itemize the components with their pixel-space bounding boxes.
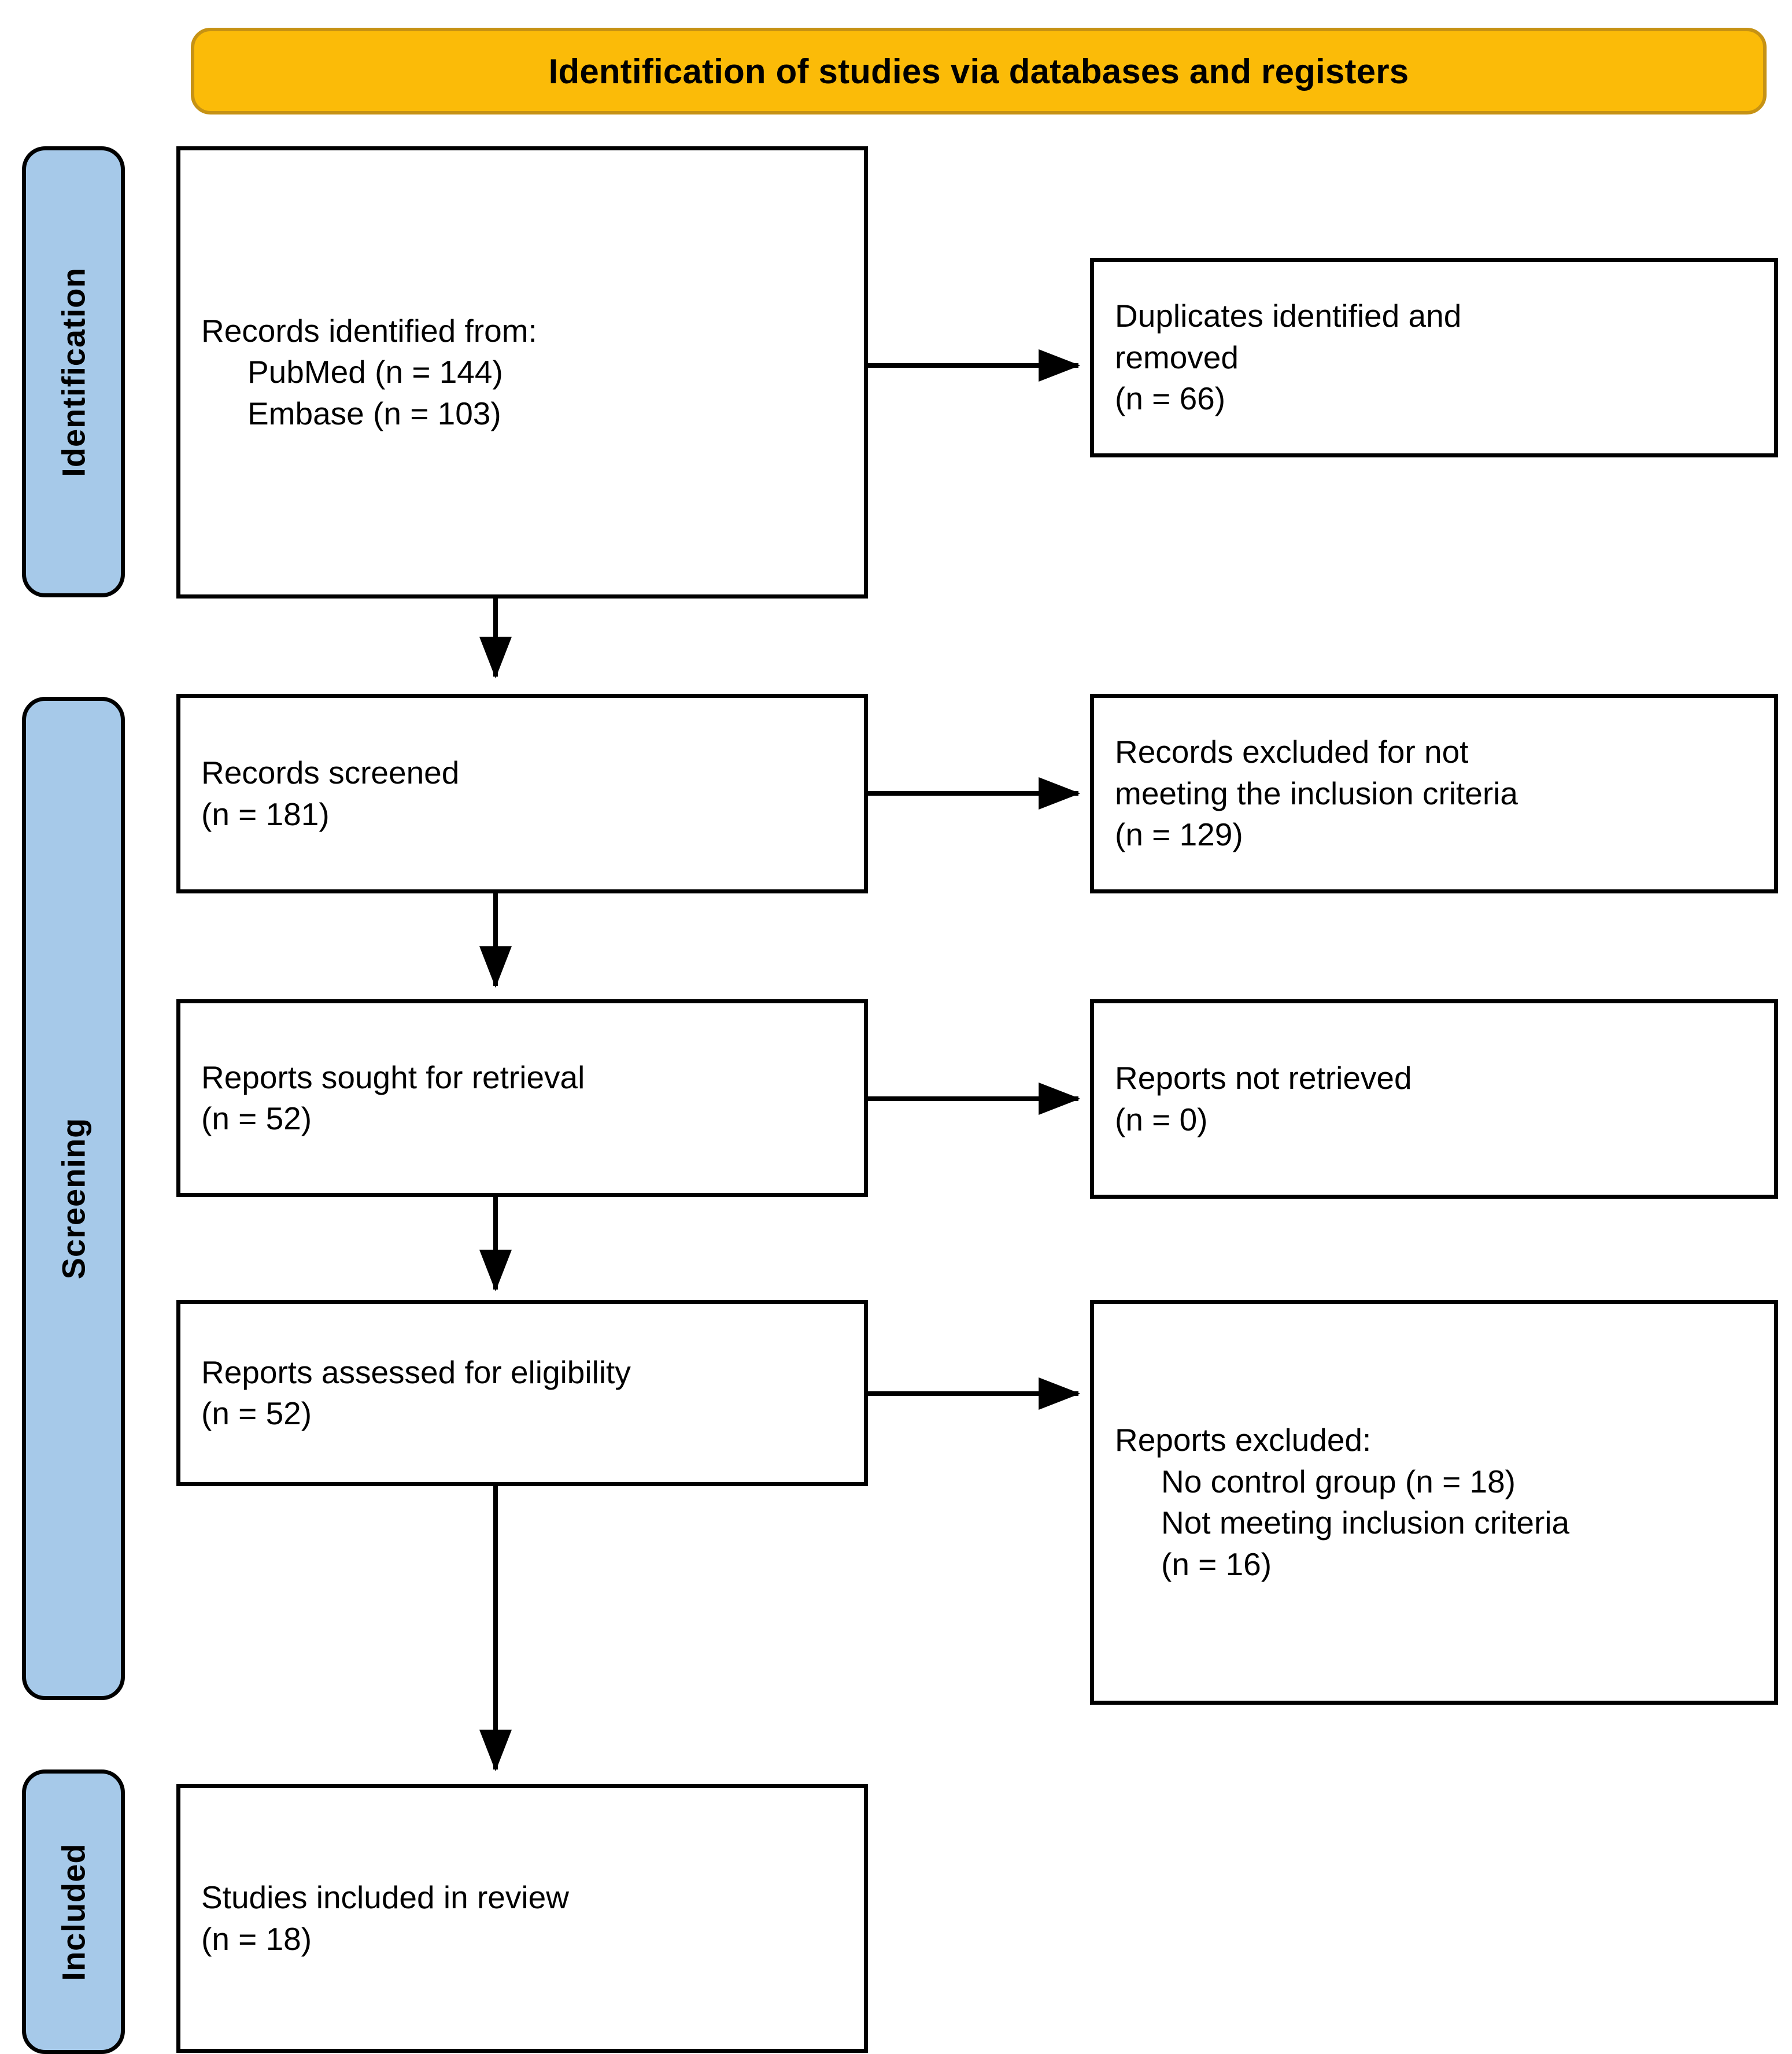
stage-label-included: Included [55, 1842, 92, 1981]
box-line: (n = 52) [201, 1100, 312, 1136]
reports-excluded-text: Reports excluded: No control group (n = … [1094, 1420, 1774, 1585]
records-screened-text: Records screened (n = 181) [180, 752, 864, 835]
box-line: No control group (n = 18) [1161, 1463, 1516, 1499]
box-line: Records screened [201, 755, 460, 790]
box-line: Studies included in review [201, 1879, 569, 1915]
box-line: Reports assessed for eligibility [201, 1354, 631, 1390]
box-line: PubMed (n = 144) [247, 354, 503, 390]
box-line: Records identified from: [201, 312, 537, 349]
box-line: (n = 181) [201, 796, 330, 832]
duplicates-removed-box: Duplicates identified and removed (n = 6… [1090, 258, 1778, 457]
box-line: Not meeting inclusion criteria [1161, 1505, 1570, 1540]
records-identified-box: Records identified from: PubMed (n = 144… [176, 146, 868, 599]
box-line: (n = 129) [1115, 817, 1243, 853]
reports-sought-text: Reports sought for retrieval (n = 52) [180, 1057, 864, 1140]
box-line: meeting the inclusion criteria [1115, 775, 1518, 811]
box-line: Duplicates identified and [1115, 298, 1462, 334]
box-line: Records excluded for not [1115, 734, 1469, 770]
box-line: (n = 52) [201, 1395, 312, 1431]
box-line: Reports excluded: [1115, 1422, 1372, 1458]
reports-sought-box: Reports sought for retrieval (n = 52) [176, 999, 868, 1197]
box-line: Embase (n = 103) [247, 395, 501, 431]
reports-assessed-box: Reports assessed for eligibility (n = 52… [176, 1300, 868, 1486]
stage-pill-included: Included [22, 1769, 125, 2054]
stage-label-identification: Identification [55, 267, 92, 477]
duplicates-removed-text: Duplicates identified and removed (n = 6… [1094, 295, 1774, 420]
reports-excluded-box: Reports excluded: No control group (n = … [1090, 1300, 1778, 1705]
stage-label-screening: Screening [55, 1117, 92, 1280]
studies-included-text: Studies included in review (n = 18) [180, 1877, 864, 1960]
records-screened-box: Records screened (n = 181) [176, 694, 868, 893]
studies-included-box: Studies included in review (n = 18) [176, 1784, 868, 2053]
header-title: Identification of studies via databases … [548, 51, 1409, 91]
header-banner: Identification of studies via databases … [191, 28, 1767, 114]
records-identified-text: Records identified from: PubMed (n = 144… [180, 311, 864, 435]
stage-pill-screening: Screening [22, 697, 125, 1700]
box-line: (n = 16) [1161, 1546, 1272, 1582]
stage-pill-identification: Identification [22, 146, 125, 597]
box-line: (n = 18) [201, 1920, 312, 1957]
box-line: Reports not retrieved [1115, 1060, 1412, 1096]
reports-not-retrieved-text: Reports not retrieved (n = 0) [1094, 1058, 1774, 1140]
box-line: removed [1115, 339, 1239, 375]
reports-not-retrieved-box: Reports not retrieved (n = 0) [1090, 999, 1778, 1199]
records-excluded-text: Records excluded for not meeting the inc… [1094, 732, 1774, 856]
reports-assessed-text: Reports assessed for eligibility (n = 52… [180, 1352, 864, 1435]
box-line: (n = 66) [1115, 380, 1226, 417]
box-line: Reports sought for retrieval [201, 1059, 585, 1095]
box-line: (n = 0) [1115, 1101, 1208, 1137]
records-excluded-box: Records excluded for not meeting the inc… [1090, 694, 1778, 893]
